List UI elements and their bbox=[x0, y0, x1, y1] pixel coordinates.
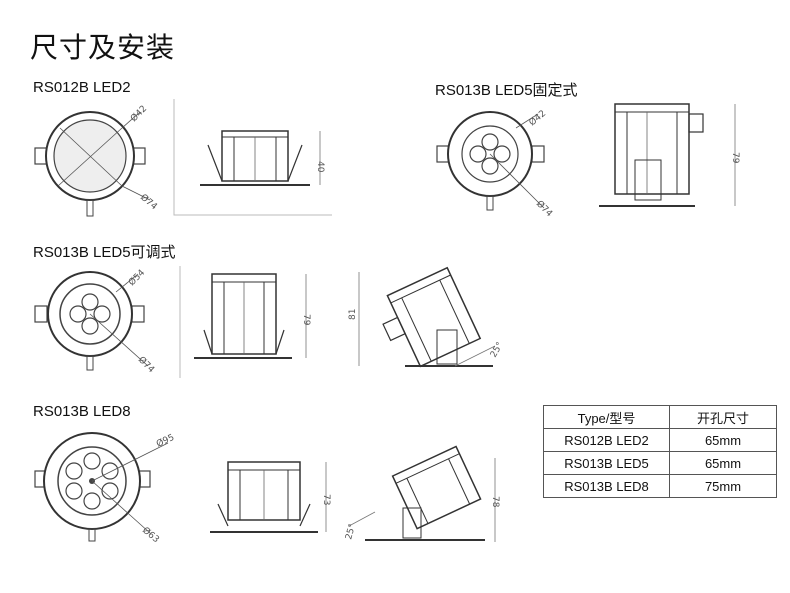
cell-hole-size: 65mm bbox=[669, 428, 777, 452]
dim-small-label: Ø42 bbox=[527, 108, 548, 128]
cell-hole-size: 65mm bbox=[669, 451, 777, 475]
dim-small-label: Ø95 bbox=[155, 432, 176, 450]
tilt-view-rs013b-led5-adjustable: 81 25° bbox=[348, 266, 506, 368]
section-label-rs013b-led5-adjustable: RS013B LED5可调式 bbox=[33, 244, 176, 261]
table-header-row: Type/型号 开孔尺寸 bbox=[543, 405, 777, 429]
height-label: 73 bbox=[321, 494, 331, 505]
angle-label: 25° bbox=[344, 523, 358, 541]
cell-type: RS012B LED2 bbox=[543, 428, 670, 452]
cell-hole-size: 75mm bbox=[669, 474, 777, 498]
height-label: 79 bbox=[301, 314, 311, 326]
dim-small-label: Ø54 bbox=[126, 267, 147, 288]
side-view-rs013b-led5-fixed: 79 bbox=[599, 103, 740, 207]
tilt-height-label: 81 bbox=[348, 309, 358, 320]
hole-size-table: Type/型号 开孔尺寸 RS012B LED2 65mm RS013B LED… bbox=[543, 405, 777, 498]
top-view-rs013b-led5-fixed: Ø42 Ø74 bbox=[436, 108, 555, 219]
height-label: 40 bbox=[315, 161, 325, 173]
cell-type: RS013B LED8 bbox=[543, 474, 670, 498]
table-row: RS012B LED2 65mm bbox=[543, 428, 777, 452]
top-view-rs012b-led2: Ø42 Ø74 bbox=[34, 103, 160, 217]
angle-label: 25° bbox=[489, 341, 506, 360]
column-header-type: Type/型号 bbox=[543, 405, 670, 429]
page-title: 尺寸及安装 bbox=[30, 31, 176, 64]
side-view-rs013b-led5-adjustable: 79 bbox=[179, 266, 311, 378]
cell-type: RS013B LED5 bbox=[543, 451, 670, 475]
side-view-rs013b-led8: 73 bbox=[210, 461, 331, 533]
table-row: RS013B LED8 75mm bbox=[543, 474, 777, 498]
column-header-hole-size: 开孔尺寸 bbox=[669, 405, 777, 429]
top-view-rs013b-led5-adjustable: Ø54 Ø74 bbox=[34, 267, 157, 375]
dim-small-label: Ø42 bbox=[128, 103, 149, 124]
section-label-rs013b-led5-fixed: RS013B LED5固定式 bbox=[435, 82, 578, 99]
side-view-rs012b-led2: 40 bbox=[173, 99, 332, 216]
section-label-rs012b-led2: RS012B LED2 bbox=[33, 79, 131, 96]
tilt-height-label: 78 bbox=[490, 496, 500, 508]
top-view-rs013b-led8: Ø95 Ø63 bbox=[34, 432, 176, 545]
section-label-rs013b-led8: RS013B LED8 bbox=[33, 403, 131, 420]
dim-large-label: Ø74 bbox=[138, 192, 159, 213]
dim-large-label: Ø63 bbox=[140, 525, 161, 545]
height-label: 79 bbox=[730, 152, 740, 164]
tilt-view-rs013b-led8: 78 25° bbox=[344, 445, 500, 542]
table-row: RS013B LED5 65mm bbox=[543, 451, 777, 475]
